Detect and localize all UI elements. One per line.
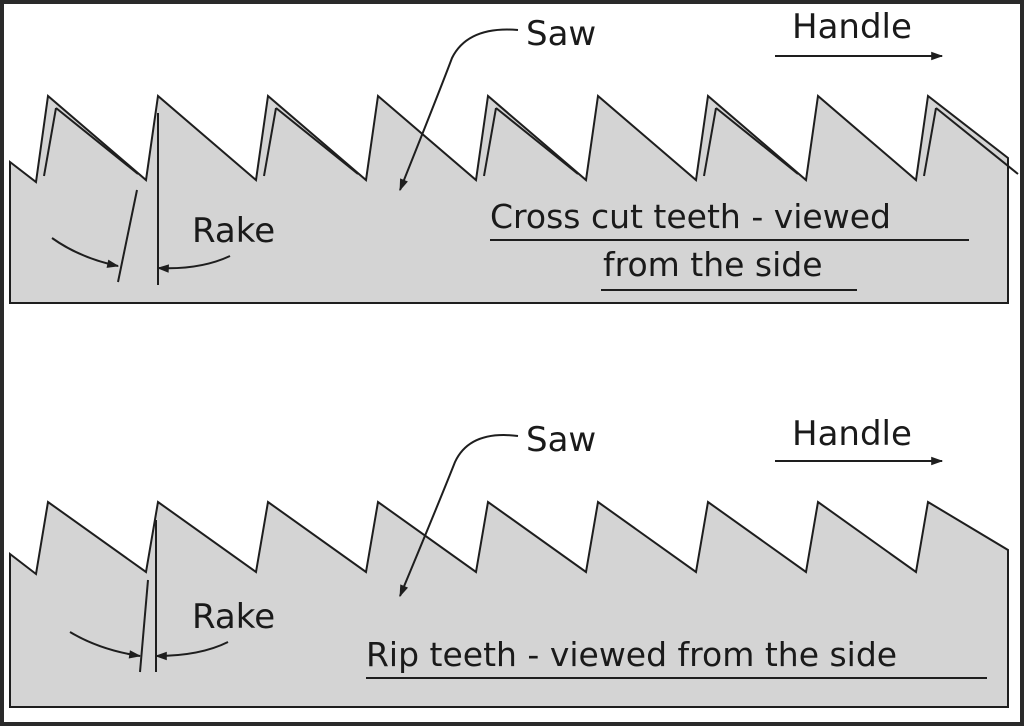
- crosscut-bevel-edge: [703, 107, 717, 177]
- crosscut-bevel-face: [715, 107, 799, 175]
- crosscut-saw-label: Saw: [526, 14, 596, 54]
- crosscut-bevel-edge: [483, 107, 497, 177]
- crosscut-bevel-face: [495, 107, 579, 175]
- rip-handle-label: Handle: [792, 414, 912, 454]
- crosscut-caption-line-2: from the side: [603, 245, 823, 284]
- rip-rake-arrow-right: [154, 641, 229, 661]
- crosscut-bevels: [43, 107, 1019, 177]
- crosscut-rake-line: [117, 189, 138, 283]
- rip-saw-arrow: [399, 434, 519, 598]
- rip-panel: Saw Handle Rake Rip teeth - viewed from …: [9, 414, 1009, 708]
- crosscut-rake-arrow-left: [51, 237, 120, 268]
- crosscut-saw-arrow: [399, 28, 519, 192]
- crosscut-handle-label: Handle: [792, 7, 912, 47]
- crosscut-bevel-edge: [43, 107, 57, 177]
- rip-rake-arrow-left: [69, 631, 142, 659]
- crosscut-bevel-face: [55, 107, 139, 175]
- crosscut-bevel-face: [935, 107, 1019, 175]
- rip-caption-line-1: Rip teeth - viewed from the side: [366, 635, 897, 674]
- rip-saw-label: Saw: [526, 420, 596, 460]
- crosscut-panel: Saw Handle Rake Cross cut teeth - viewed…: [9, 7, 1019, 304]
- crosscut-blade: [9, 94, 1009, 304]
- crosscut-bevel-edge: [263, 107, 277, 177]
- crosscut-bevel-edge: [923, 107, 937, 177]
- rip-rake-label: Rake: [192, 597, 275, 637]
- crosscut-rake-arrow-right: [156, 255, 231, 273]
- rip-rake-line: [139, 579, 149, 673]
- crosscut-caption-line-1: Cross cut teeth - viewed: [490, 197, 891, 236]
- crosscut-rake-label: Rake: [192, 211, 275, 251]
- crosscut-bevel-face: [275, 107, 359, 175]
- rip-blade: [9, 500, 1009, 708]
